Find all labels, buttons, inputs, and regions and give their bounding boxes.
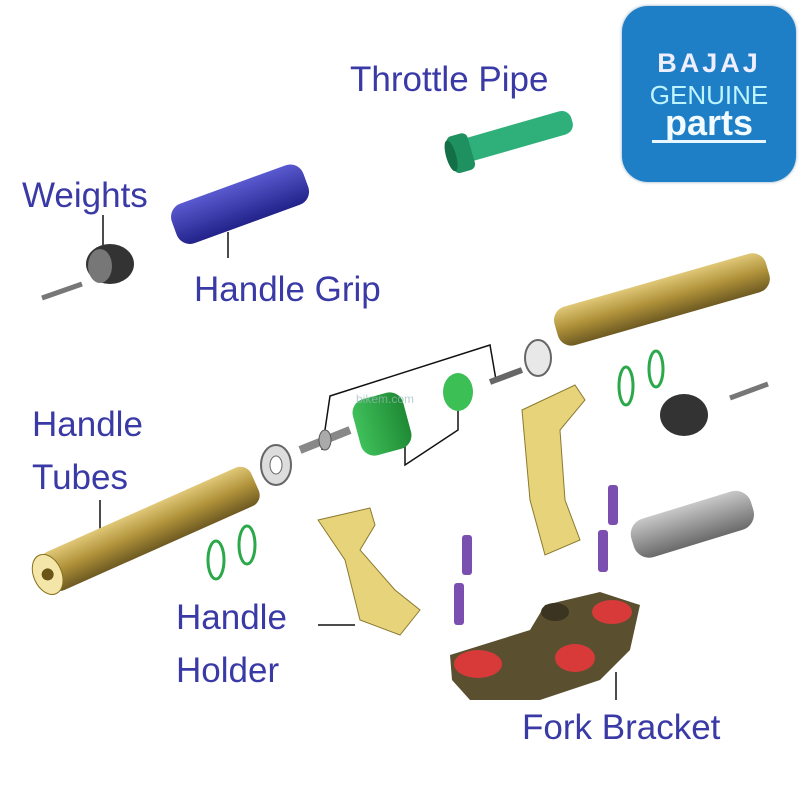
handle-holder-right (521, 384, 586, 556)
label-handle-tubes-2: Tubes (32, 458, 128, 497)
label-throttle-pipe: Throttle Pipe (350, 60, 549, 99)
weight-left (41, 244, 134, 301)
logo-line3: parts (664, 102, 754, 143)
label-fork-bracket: Fork Bracket (522, 708, 721, 747)
handle-tube-right (553, 253, 770, 346)
throttle-pipe (444, 110, 573, 173)
logo-underline (652, 140, 766, 143)
washer-right (488, 339, 552, 385)
o-rings-left (206, 524, 257, 581)
handle-holder-left (317, 507, 421, 636)
fork-bracket (450, 592, 640, 700)
o-rings-right (617, 349, 665, 407)
handle-grip-right (630, 490, 755, 558)
label-handle-holder-2: Holder (176, 651, 280, 690)
green-bush (352, 373, 473, 456)
bajaj-genuine-parts-logo: BAJAJ GENUINE parts (622, 6, 796, 182)
throttle-bolt (298, 426, 352, 454)
handle-tube-left (31, 466, 260, 595)
handle-grip (171, 164, 310, 244)
logo-line2: GENUINE (649, 80, 769, 110)
bracket-bolts (454, 485, 618, 625)
label-handle-holder-1: Handle (176, 598, 287, 637)
weight-right (660, 381, 769, 436)
label-handle-tubes-1: Handle (32, 405, 143, 444)
logo-brand: BAJAJ (657, 48, 761, 78)
watermark: bikem.com (356, 392, 415, 406)
label-handle-grip: Handle Grip (194, 270, 381, 309)
label-weights: Weights (22, 176, 148, 215)
leader-lines (99, 215, 617, 700)
